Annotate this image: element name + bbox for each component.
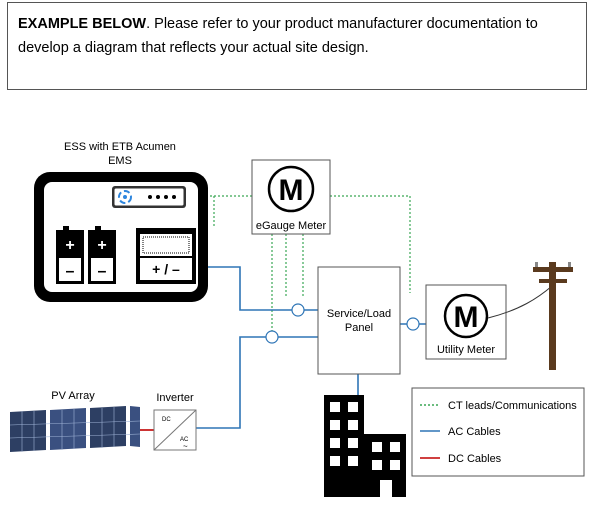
battery-plus-right: + [97,237,106,254]
ct-clamp-icon [406,317,420,331]
building-icon [324,395,406,497]
service-panel [317,266,401,375]
inverter-icon [136,228,196,284]
legend-label-ac: AC Cables [448,426,501,438]
pv-array-label: PV Array [51,390,95,402]
utility-meter-symbol: M [454,301,479,334]
service-panel-label-line1: Service/Load [327,308,391,320]
ess-inverter-symbol: + / – [152,261,180,277]
inverter-label: Inverter [156,392,194,404]
inverter-ac-label: AC [180,437,189,443]
solar-panel-icon [9,406,141,452]
note-text: . Please refer to your product manufactu… [18,16,538,56]
note-bold-lead: EXAMPLE BELOW [18,16,147,32]
utility-pole-icon [487,262,573,370]
ct-clamp-icon [291,303,305,317]
meter-icon [267,165,315,213]
egauge-meter [251,159,331,235]
utility-meter [425,284,507,360]
ess-title-line2: EMS [108,155,132,167]
ess-title-line1: ESS with ETB Acumen [64,141,176,153]
legend-label-dc: DC Cables [448,453,502,465]
inverter-box [153,409,197,451]
legend-label-ct: CT leads/Communications [448,400,577,412]
battery-minus-right: – [98,263,107,280]
battery-plus-left: + [65,237,74,254]
meter-icon [443,293,489,339]
inverter-dc-label: DC [162,417,171,423]
utility-meter-label: Utility Meter [437,344,495,356]
battery-minus-left: – [66,263,75,280]
egauge-symbol: M [279,174,304,207]
ct-clamp-icon [265,330,279,344]
ess-enclosure: + + – – + / – [34,172,208,302]
egauge-label: eGauge Meter [256,220,327,232]
ct-clamps [265,303,420,344]
inverter-ac-symbol: ~ [183,442,188,451]
legend-box [411,387,585,477]
battery-icon [56,226,116,284]
router-icon [112,186,186,208]
service-panel-label-line2: Panel [345,322,373,334]
instruction-note: EXAMPLE BELOW. Please refer to your prod… [7,2,587,90]
